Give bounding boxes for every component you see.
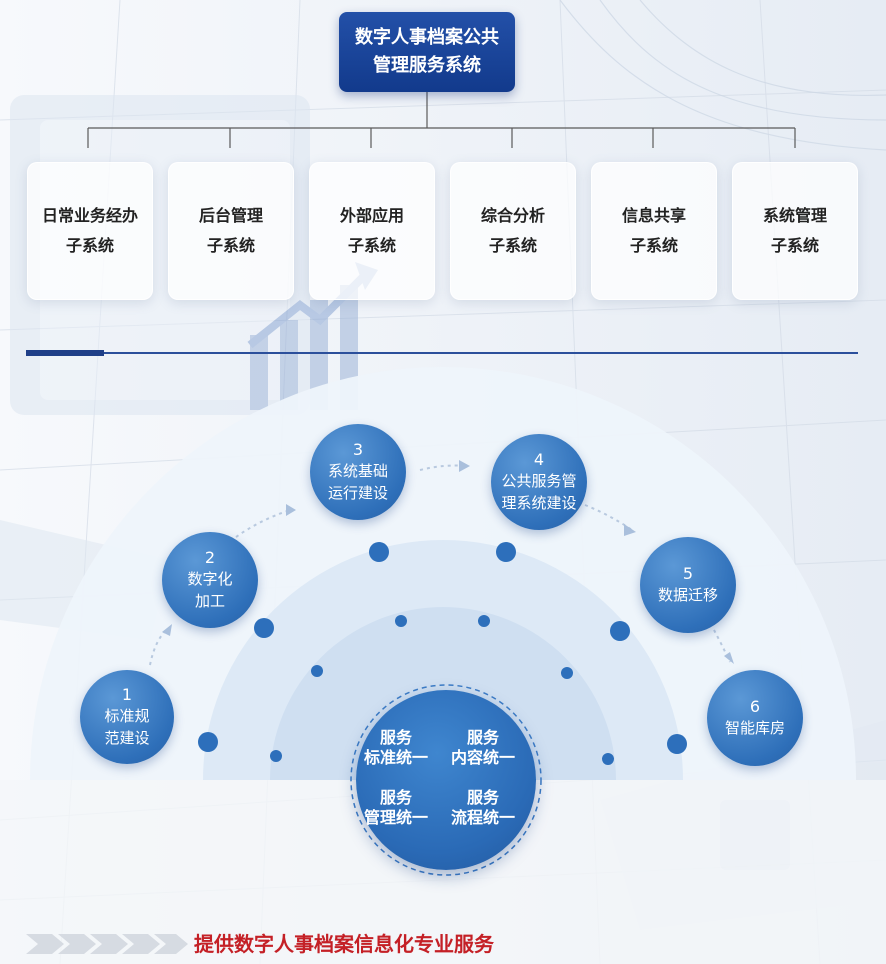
- ring-dot-small: [478, 615, 490, 627]
- center-item-line2: 标准统一: [363, 748, 428, 767]
- center-item-management: 服务 管理统一: [356, 788, 436, 828]
- ring-dot: [369, 542, 389, 562]
- subsystem-suffix: 子系统: [629, 236, 678, 255]
- step-4-public-service-system: 4 公共服务管 理系统建设: [491, 434, 587, 530]
- subsystem-card-external-application: 外部应用 子系统: [309, 162, 435, 300]
- ring-dot-small: [602, 753, 614, 765]
- ring-dot: [667, 734, 687, 754]
- footer-title: 提供数字人事档案信息化专业服务: [194, 932, 494, 956]
- subsystem-label: 后台管理: [198, 206, 263, 225]
- step-number: 1: [121, 685, 133, 704]
- step-label-line2: 理系统建设: [501, 494, 577, 512]
- ring-dot-small: [270, 750, 282, 762]
- subsystem-label: 信息共享: [621, 206, 686, 225]
- center-item-line2: 流程统一: [450, 808, 515, 827]
- step-label-line1: 系统基础: [327, 462, 388, 480]
- step-label-line2: 范建设: [104, 729, 150, 747]
- step-label-line2: 运行建设: [327, 484, 388, 502]
- top-system-title-line2: 管理服务系统: [373, 55, 481, 76]
- step-6-smart-warehouse: 6 智能库房: [707, 670, 803, 766]
- chevron-right-icon: [26, 934, 64, 954]
- step-label-line1: 智能库房: [724, 719, 785, 737]
- center-service-circle: [356, 690, 536, 870]
- subsystem-label: 外部应用: [339, 206, 404, 225]
- ring-dot-small: [561, 667, 573, 679]
- subsystem-label: 综合分析: [480, 206, 545, 225]
- subsystem-card-daily-business: 日常业务经办 子系统: [27, 162, 153, 300]
- step-label-line2: 加工: [194, 592, 225, 610]
- subsystem-suffix: 子系统: [347, 236, 396, 255]
- step-number: 3: [352, 440, 364, 459]
- chevron-right-icon: [58, 934, 96, 954]
- subsystem-label: 日常业务经办: [41, 206, 138, 225]
- center-item-line2: 管理统一: [363, 808, 428, 827]
- step-number: 4: [533, 450, 545, 469]
- section-divider: [26, 352, 858, 354]
- center-item-line1: 服务: [466, 788, 499, 807]
- center-item-standard: 服务 标准统一: [356, 728, 436, 768]
- top-system-box: 数字人事档案公共 管理服务系统: [339, 12, 515, 92]
- step-label-line1: 公共服务管: [501, 472, 577, 490]
- subsystem-suffix: 子系统: [206, 236, 255, 255]
- subsystem-suffix: 子系统: [770, 236, 819, 255]
- step-number: 5: [682, 564, 694, 583]
- center-item-content: 服务 内容统一: [443, 728, 523, 768]
- step-5-data-migration: 5 数据迁移: [640, 537, 736, 633]
- step-2-digitization: 2 数字化 加工: [162, 532, 258, 628]
- step-label-line1: 数字化: [187, 570, 233, 588]
- subsystem-suffix: 子系统: [65, 236, 114, 255]
- center-item-line1: 服务: [466, 728, 499, 747]
- chevron-right-icon: [90, 934, 128, 954]
- step-number: 6: [749, 697, 761, 716]
- step-label-line1: 数据迁移: [657, 586, 718, 604]
- center-item-line1: 服务: [379, 728, 412, 747]
- ring-dot: [254, 618, 274, 638]
- subsystem-suffix: 子系统: [488, 236, 537, 255]
- ring-dot-small: [395, 615, 407, 627]
- center-item-line1: 服务: [379, 788, 412, 807]
- subsystem-card-system-management: 系统管理 子系统: [732, 162, 858, 300]
- step-1-standards: 1 标准规 范建设: [80, 670, 174, 764]
- subsystem-card-backend-management: 后台管理 子系统: [168, 162, 294, 300]
- ring-dot-small: [311, 665, 323, 677]
- ring-dot: [610, 621, 630, 641]
- subsystem-card-information-sharing: 信息共享 子系统: [591, 162, 717, 300]
- section-divider-accent: [26, 350, 104, 356]
- top-system-title-line1: 数字人事档案公共: [355, 27, 499, 48]
- subsystem-label: 系统管理: [762, 206, 827, 225]
- center-item-process: 服务 流程统一: [443, 788, 523, 828]
- step-label-line1: 标准规: [104, 707, 150, 725]
- center-item-line2: 内容统一: [450, 748, 515, 767]
- step-3-system-foundation: 3 系统基础 运行建设: [310, 424, 406, 520]
- ring-dot: [198, 732, 218, 752]
- step-number: 2: [204, 548, 216, 567]
- ring-dot: [496, 542, 516, 562]
- chevron-right-icon: [122, 934, 160, 954]
- chevron-right-icon: [154, 934, 188, 954]
- subsystem-card-comprehensive-analysis: 综合分析 子系统: [450, 162, 576, 300]
